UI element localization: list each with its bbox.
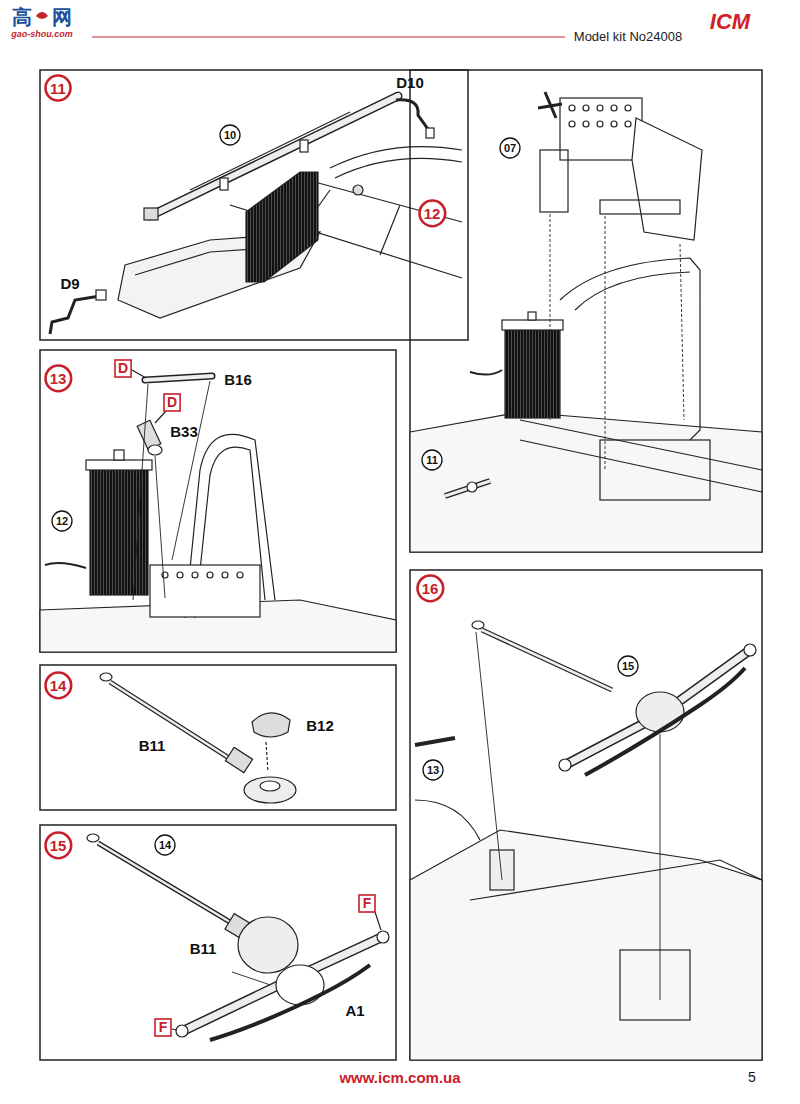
brand-logo: ICM xyxy=(710,11,750,33)
step-number-text: 12 xyxy=(424,206,441,221)
part-name: B11 xyxy=(190,941,217,956)
header xyxy=(36,12,565,37)
subassembly-ref-text: 14 xyxy=(159,840,171,851)
part-name: D10 xyxy=(396,75,424,90)
paint-code-box-text: F xyxy=(363,896,372,910)
paint-code-box-text: D xyxy=(118,361,128,375)
paint-code-box: F xyxy=(154,1018,172,1037)
part-name: B16 xyxy=(224,372,252,387)
subassembly-ref: 15 xyxy=(617,655,639,677)
subassembly-ref-text: 13 xyxy=(427,765,439,776)
step-number: 15 xyxy=(44,831,73,860)
watermark: 高 xyxy=(12,7,32,27)
subassembly-ref-text: 10 xyxy=(224,130,236,141)
subassembly-ref: 14 xyxy=(154,834,176,856)
paint-code-box: F xyxy=(358,894,376,913)
subassembly-ref-text: 11 xyxy=(426,455,438,466)
subassembly-ref-text: 12 xyxy=(56,516,68,527)
subassembly-ref: 12 xyxy=(51,510,73,532)
paint-code-box-text: D xyxy=(167,395,177,409)
step-11-art xyxy=(50,96,462,334)
paint-code-box: D xyxy=(114,359,132,378)
step-number: 13 xyxy=(44,364,73,393)
part-name: A1 xyxy=(345,1003,364,1018)
watermark: gao-shou.com xyxy=(11,30,73,39)
part-name: D9 xyxy=(60,276,79,291)
step-number-text: 13 xyxy=(50,371,67,386)
subassembly-ref: 07 xyxy=(499,137,521,159)
subassembly-ref: 13 xyxy=(422,759,444,781)
step-number-text: 14 xyxy=(50,678,67,693)
step-number-text: 15 xyxy=(50,838,67,853)
page-number: 5 xyxy=(748,1070,756,1084)
subassembly-ref-text: 07 xyxy=(504,143,516,154)
step-number: 12 xyxy=(418,199,447,228)
part-name: B12 xyxy=(306,718,334,733)
step-15-art xyxy=(87,834,389,1040)
step-number-text: 11 xyxy=(50,81,66,96)
subassembly-ref: 11 xyxy=(421,449,443,471)
step-number: 14 xyxy=(44,671,73,700)
step-number-text: 16 xyxy=(422,581,439,596)
step-12-art xyxy=(410,92,762,552)
step-16-art xyxy=(410,621,762,1060)
paint-code-box: D xyxy=(163,393,181,412)
paint-code-box-text: F xyxy=(159,1020,168,1034)
kit-number: Model kit No24008 xyxy=(574,30,682,43)
step-number: 16 xyxy=(416,574,445,603)
part-name: B11 xyxy=(139,738,166,753)
subassembly-ref: 10 xyxy=(219,124,241,146)
website: www.icm.com.ua xyxy=(339,1070,460,1085)
watermark: 网 xyxy=(52,7,72,27)
part-name: B33 xyxy=(170,424,198,439)
step-13-art xyxy=(40,370,396,652)
panel-frames xyxy=(40,70,762,1060)
subassembly-ref-text: 15 xyxy=(622,661,634,672)
step-14-art xyxy=(100,673,296,803)
step-number: 11 xyxy=(44,74,72,102)
